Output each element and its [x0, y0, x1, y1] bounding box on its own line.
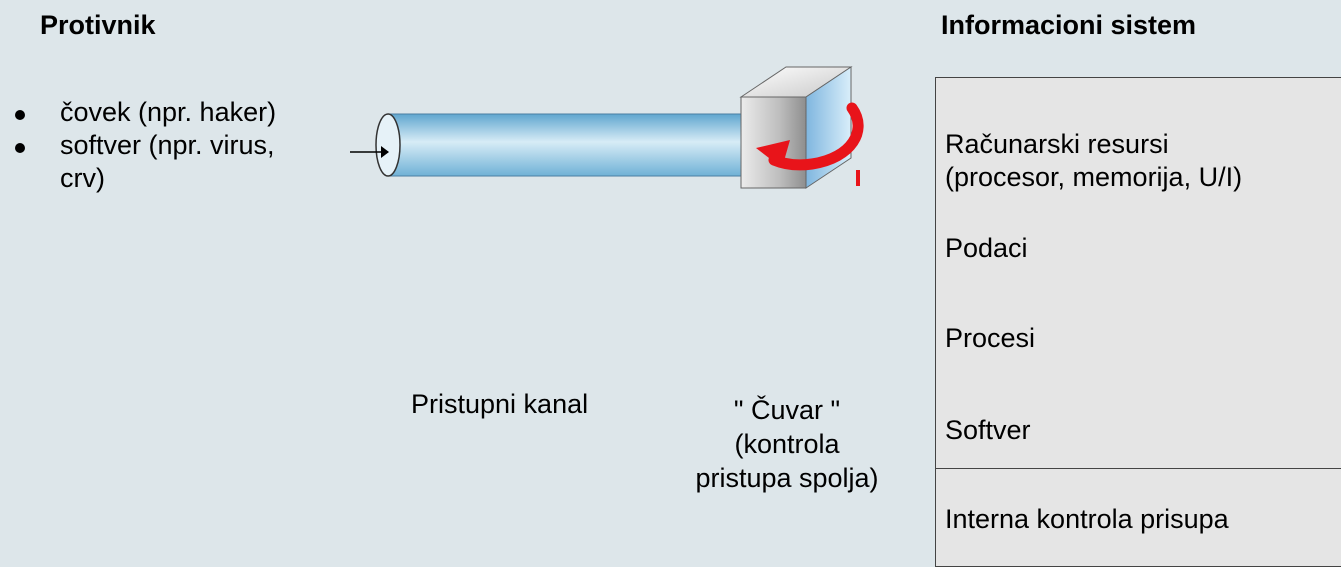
opponent-list: čovek (npr. haker) softver (npr. virus, …: [10, 96, 370, 195]
access-channel-pipe: [350, 113, 767, 177]
system-box: [935, 77, 1341, 567]
opponent-software-cont: crv): [60, 163, 105, 193]
bullet-icon: [15, 143, 25, 153]
system-processes: Procesi: [945, 323, 1036, 353]
rotation-arrow-icon: [756, 102, 864, 186]
system-internal-control: Interna kontrola prisupa: [945, 504, 1229, 534]
guard-label: " Čuvar " (kontrola pristupa spolja): [656, 393, 918, 495]
system-software: Softver: [945, 415, 1031, 445]
channel-label: Pristupni kanal: [411, 389, 589, 419]
opponent-title: Protivnik: [40, 10, 156, 40]
resources-title: Računarski resursi: [945, 129, 1169, 159]
resources-detail: (procesor, memorija, U/I): [945, 162, 1243, 192]
bullet-icon: [15, 110, 25, 120]
list-item: softver (npr. virus, crv): [10, 129, 370, 195]
opponent-human: čovek (npr. haker): [60, 97, 277, 127]
guard-title: " Čuvar ": [733, 395, 841, 425]
system-data: Podaci: [945, 233, 1028, 263]
system-title: Informacioni sistem: [941, 10, 1197, 40]
list-item: čovek (npr. haker): [10, 96, 370, 129]
system-divider: [935, 468, 1341, 469]
system-resources: Računarski resursi (procesor, memorija, …: [945, 128, 1242, 194]
guard-desc-1: (kontrola: [734, 429, 840, 459]
opponent-software: softver (npr. virus,: [60, 130, 275, 160]
guard-desc-2: pristupa spolja): [695, 463, 879, 493]
